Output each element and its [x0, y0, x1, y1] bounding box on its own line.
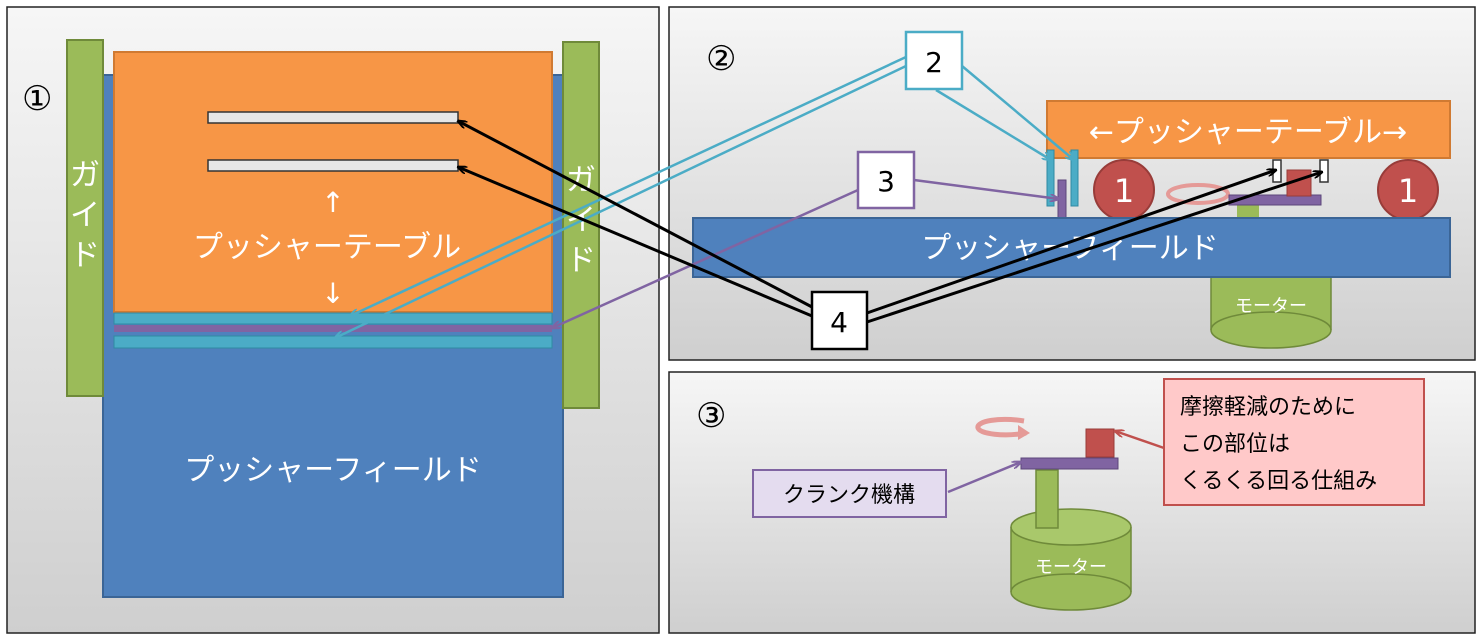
- guide-left: [66, 39, 104, 397]
- crank-label-box: [752, 469, 947, 518]
- table-up-arrow: ↑: [321, 186, 344, 219]
- panel-3: ③ モーター クランク機構 摩擦軽減のために この部位は くるくる回る仕組み: [668, 371, 1476, 634]
- arrow-3-to-purple-fitting: [913, 178, 1059, 199]
- rotation-arrow-2: [1166, 183, 1230, 205]
- crank-arm-3: [1020, 457, 1119, 470]
- crank-arm-2: [1228, 194, 1322, 206]
- note-box: [1163, 378, 1425, 506]
- arrow-2-to-upper-strip: [350, 55, 907, 316]
- arrow-3-to-purple-strip: [552, 188, 859, 328]
- callout-box-2: [904, 30, 964, 91]
- callout-box-3: [856, 150, 916, 210]
- note-line-1: 摩擦軽減のために: [1180, 395, 1356, 420]
- edge-fitting-teal-left: [1046, 149, 1055, 207]
- panel-3-number: ③: [696, 396, 726, 436]
- arrow-2-to-right-fitting: [961, 65, 1074, 160]
- panel-1: ① プッシャーフィールド ↑ プッシャーテーブル ↓ ガ イ ド ガ イ ド: [6, 6, 660, 634]
- field-label-1: プッシャーフィールド: [184, 453, 482, 488]
- arrow-note-to-roller: [1115, 431, 1165, 450]
- arrow-2-to-lower-strip: [335, 64, 907, 338]
- callout-4-label: 4: [830, 306, 848, 339]
- edge-fitting-purple: [1057, 179, 1067, 219]
- guide-right-char-3: ド: [566, 243, 596, 278]
- table-label-2: ←プッシャーテーブル→: [1089, 115, 1407, 150]
- callout-arrows: [335, 55, 1322, 494]
- rotation-arrow-3: [975, 416, 1027, 438]
- arrow-4-to-upper-slot: [458, 121, 813, 309]
- crank-label: クランク機構: [783, 483, 915, 508]
- motor-top-3: [1010, 508, 1132, 546]
- motor-label-3: モーター: [1035, 557, 1107, 578]
- slot-bar-upper: [207, 111, 459, 124]
- motor-base-3: [1010, 573, 1132, 611]
- panel-1-number: ①: [22, 79, 52, 119]
- arrow-4-to-lower-slot: [458, 167, 813, 318]
- teal-strip-upper: [113, 312, 553, 325]
- guide-left-char-3: ド: [70, 238, 100, 273]
- guide-left-char-2: イ: [70, 198, 100, 233]
- arrow-4-to-right-pin: [866, 172, 1322, 324]
- callout-boxes: 2 3 4: [810, 30, 964, 351]
- note-line-3: くるくる回る仕組み: [1180, 469, 1377, 494]
- purple-strip: [114, 325, 552, 332]
- wheel-left-label: 1: [1114, 172, 1134, 210]
- slot-bar-lower: [207, 159, 459, 172]
- arrow-crank-label: [947, 462, 1021, 494]
- callout-3-label: 3: [877, 165, 895, 198]
- wheel-right-label: 1: [1398, 172, 1418, 210]
- table-label-1: プッシャーテーブル: [193, 230, 461, 265]
- callout-box-4: [810, 290, 869, 351]
- field-label-2: プッシャーフィールド: [921, 231, 1219, 266]
- edge-fitting-teal-right: [1070, 149, 1079, 207]
- crank-shaft-3: [1035, 469, 1059, 529]
- note-line-2: この部位は: [1180, 432, 1290, 457]
- arrow-4-to-left-pin: [866, 170, 1276, 315]
- motor-base-2: [1210, 311, 1332, 349]
- pusher-field-side-view: [692, 217, 1451, 278]
- table-down-arrow: ↓: [321, 277, 344, 310]
- pusher-table-side-view: [1046, 100, 1451, 159]
- callout-2-label: 2: [925, 46, 943, 79]
- teal-strip-lower: [113, 335, 553, 349]
- arrow-2-to-left-fitting: [935, 88, 1051, 160]
- guide-left-char-1: ガ: [70, 158, 100, 193]
- panel-2-number: ②: [706, 39, 736, 79]
- pusher-table-top-view: [113, 51, 553, 313]
- motor-label-2: モーター: [1235, 296, 1307, 317]
- crank-roller-3: [1085, 428, 1115, 458]
